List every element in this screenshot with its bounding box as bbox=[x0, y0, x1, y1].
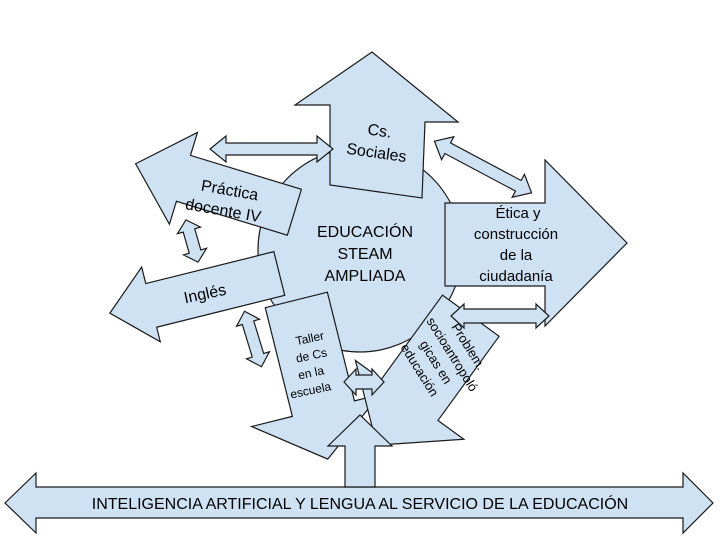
etica-label: Ética y construcción de la ciudadanía bbox=[474, 205, 558, 285]
etica-line-3: de la bbox=[500, 247, 533, 264]
etica-line-4: ciudadanía bbox=[479, 268, 553, 285]
taller-problem-double-arrow bbox=[343, 367, 385, 397]
taller-label: Taller de Cs en la escuela bbox=[289, 329, 333, 402]
banner-up-arrow bbox=[326, 414, 394, 488]
center-line-2: STEAM bbox=[337, 246, 392, 263]
taller-line-1: Taller bbox=[294, 329, 325, 349]
taller-line-3: en la bbox=[297, 363, 326, 382]
center-line-1: EDUCACIÓN bbox=[317, 222, 413, 241]
problem-etica-double-arrow bbox=[450, 302, 550, 330]
banner-label: INTELIGENCIA ARTIFICIAL Y LENGUA AL SERV… bbox=[92, 494, 628, 513]
etica-arrow bbox=[444, 158, 628, 328]
sociales-etica-double-arrow bbox=[433, 135, 533, 199]
practica-arrow bbox=[134, 131, 303, 236]
practica-sociales-double-arrow bbox=[209, 134, 334, 164]
sociales-line-1: Cs. bbox=[366, 122, 392, 142]
sociales-arrow bbox=[293, 51, 460, 199]
etica-line-2: construcción bbox=[474, 226, 558, 243]
practica-ingles-double-arrow bbox=[176, 219, 208, 263]
ingles-taller-double-arrow bbox=[235, 310, 271, 368]
center-line-3: AMPLIADA bbox=[325, 268, 406, 285]
ingles-arrow bbox=[108, 250, 286, 344]
taller-line-2: de Cs bbox=[295, 345, 329, 365]
etica-line-1: Ética y bbox=[495, 205, 541, 222]
banner-arrow bbox=[4, 471, 714, 535]
center-label: EDUCACIÓN STEAM AMPLIADA bbox=[317, 222, 413, 285]
